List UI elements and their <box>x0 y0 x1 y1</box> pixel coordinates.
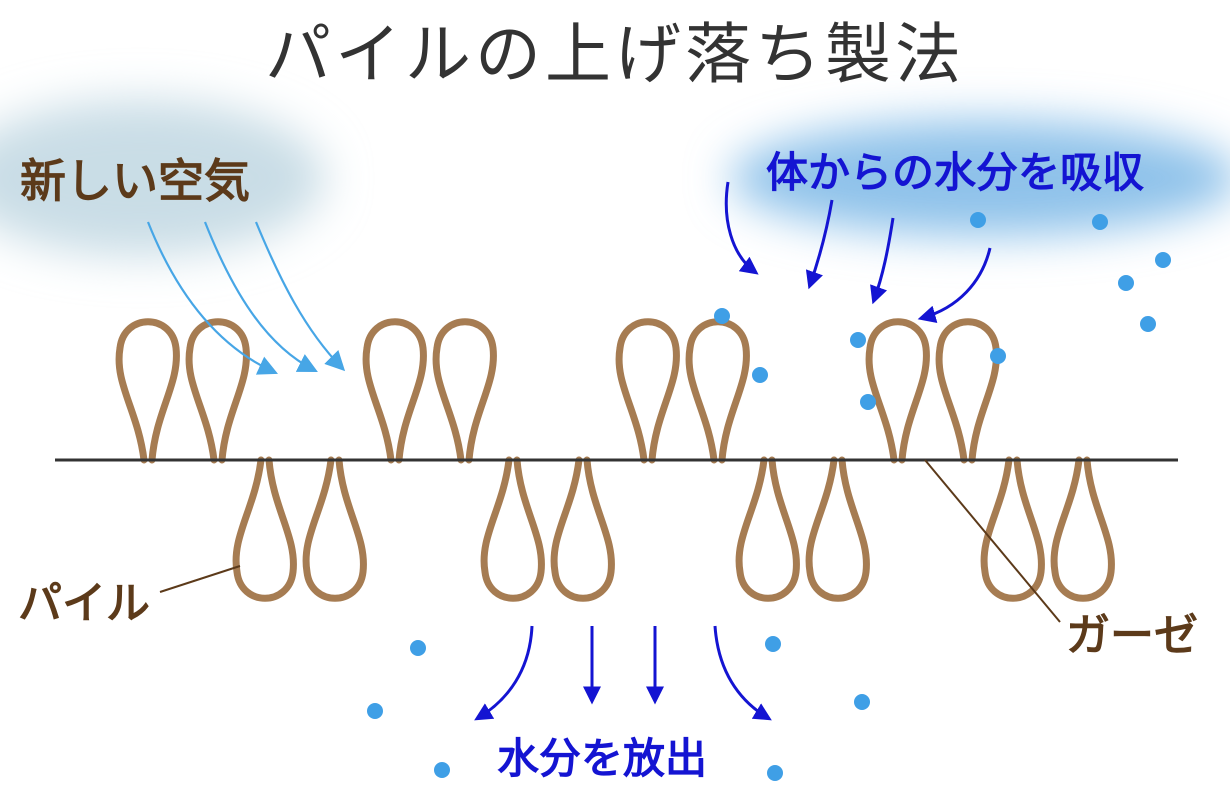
release-arrows <box>474 625 772 721</box>
absorb-arrows <box>724 181 992 324</box>
lower-pile-loop-6 <box>805 456 870 602</box>
lower-pile-loop-4 <box>550 456 615 602</box>
fresh-air-arrow-1 <box>146 221 279 375</box>
lower-pile-loop-2 <box>302 456 367 602</box>
lower-pile-loops <box>232 456 1115 602</box>
upper-pile-loop-7 <box>865 318 930 464</box>
droplet-3 <box>850 332 866 348</box>
droplet-13 <box>434 762 450 778</box>
pile-label: パイル <box>18 578 150 629</box>
absorb-glow <box>730 120 1230 236</box>
fresh-air-arrow-3 <box>254 221 346 372</box>
fresh-air-arrows <box>146 221 346 375</box>
absorb-arrow-4 <box>917 247 992 324</box>
moisture-droplets <box>367 212 1171 781</box>
upper-pile-loop-4 <box>432 318 497 464</box>
upper-pile-loops <box>115 318 1000 464</box>
pile-leader-line <box>159 565 241 593</box>
droplet-1 <box>714 308 730 324</box>
droplet-2 <box>752 367 768 383</box>
droplet-15 <box>854 694 870 710</box>
droplet-8 <box>1118 275 1134 291</box>
upper-pile-loop-2 <box>185 318 250 464</box>
lower-pile-loop-5 <box>735 456 800 602</box>
release-arrow-4 <box>713 625 772 721</box>
release-moisture-label: 水分を放出 <box>497 734 708 783</box>
droplet-4 <box>860 394 876 410</box>
droplet-10 <box>1140 316 1156 332</box>
droplet-14 <box>765 636 781 652</box>
upper-pile-loop-1 <box>115 318 180 464</box>
droplet-7 <box>1092 214 1108 230</box>
upper-pile-loop-8 <box>935 318 1000 464</box>
droplet-16 <box>767 765 783 781</box>
lower-pile-loop-7 <box>980 456 1045 602</box>
gauze-label: ガーゼ <box>1066 610 1198 661</box>
fresh-air-arrow-2 <box>203 221 318 373</box>
absorb-arrow-2 <box>805 199 834 290</box>
droplet-6 <box>970 212 986 228</box>
lower-pile-loop-1 <box>232 456 297 602</box>
diagram-title: パイルの上げ落ち製法 <box>265 16 965 93</box>
upper-pile-loop-5 <box>615 318 680 464</box>
lower-pile-loop-8 <box>1050 456 1115 602</box>
fresh-air-label: 新しい空気 <box>20 154 250 208</box>
absorb-arrow-3 <box>870 217 895 305</box>
upper-pile-loop-6 <box>685 318 750 464</box>
droplet-11 <box>410 640 426 656</box>
absorb-moisture-label: 体からの水分を吸収 <box>766 148 1145 197</box>
upper-pile-loop-3 <box>362 318 427 464</box>
droplet-5 <box>990 348 1006 364</box>
absorb-arrow-1 <box>724 181 759 275</box>
droplet-12 <box>367 703 383 719</box>
lower-pile-loop-3 <box>480 456 545 602</box>
droplet-9 <box>1155 252 1171 268</box>
fresh-air-glow <box>0 100 325 256</box>
release-arrow-1 <box>474 625 534 721</box>
gauze-leader-line <box>924 459 1061 623</box>
